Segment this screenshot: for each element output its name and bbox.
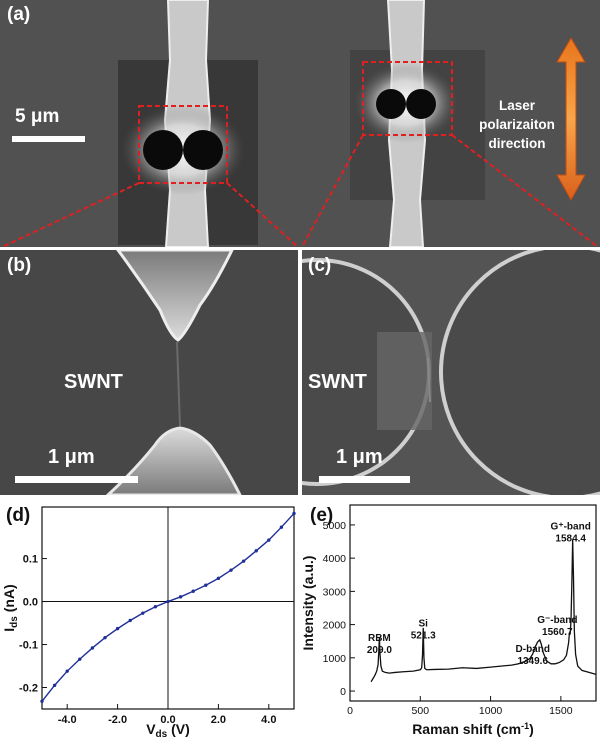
iv-data-point: [166, 599, 170, 604]
zoom-box-left: [138, 105, 228, 184]
scale-bar-c: [319, 476, 410, 483]
iv-data-point: [254, 549, 258, 553]
x-tick-label: 0.0: [160, 714, 175, 726]
y-tick-label: -0.1: [19, 640, 38, 652]
iv-data-point: [191, 589, 195, 593]
iv-data-point: [279, 525, 284, 529]
iv-data-point: [52, 683, 57, 688]
x-tick-label: 1500: [549, 705, 573, 717]
iv-data-point: [65, 669, 69, 673]
iv-data-point: [40, 699, 44, 703]
x-tick-label: -2.0: [108, 714, 127, 726]
sem-image-a: [0, 0, 600, 247]
peak-annotation: 1349.6: [517, 656, 548, 667]
sem-image-b: [0, 250, 298, 495]
panel-label-b: (b): [7, 255, 32, 276]
y-tick-label: 0: [340, 686, 346, 698]
iv-data-point: [115, 626, 120, 631]
peak-annotation: D-band: [516, 644, 550, 655]
scale-bar-b: [15, 476, 138, 483]
scale-bar-c-label: 1 μm: [336, 446, 383, 468]
panel-label-d: (d): [6, 505, 31, 526]
x-axis-label: Vds (V): [146, 721, 190, 740]
panel-label-a: (a): [7, 4, 31, 25]
swnt-label-c: SWNT: [308, 371, 367, 393]
iv-data-point: [178, 595, 183, 599]
y-tick-label: 2000: [323, 620, 347, 632]
iv-data-point: [78, 657, 82, 661]
iv-data-point: [90, 646, 95, 650]
y-tick-label: 3000: [323, 586, 347, 598]
x-tick-label: 1000: [479, 705, 503, 717]
x-axis-label: Raman shift (cm-1): [412, 721, 534, 737]
peak-annotation: 1560.7: [542, 627, 573, 638]
y-tick-label: 0.0: [23, 597, 38, 609]
panel-label-c: (c): [308, 255, 332, 276]
y-axis-label: Intensity (a.u.): [300, 556, 316, 651]
zoom-box-right: [362, 61, 453, 136]
hole: [406, 89, 436, 119]
scale-bar-a-label: 5 μm: [15, 106, 60, 127]
iv-data-point: [241, 559, 246, 563]
panel-b: (b) SWNT 1 μm: [0, 250, 298, 495]
hole: [143, 130, 183, 170]
peak-annotation: Si: [419, 618, 429, 629]
peak-annotation: 1584.4: [555, 533, 586, 544]
x-tick-label: 500: [412, 705, 430, 717]
double-arrow-icon: [556, 37, 586, 202]
peak-annotation: 209.0: [367, 645, 392, 656]
y-tick-label: 1000: [323, 653, 347, 665]
sem-image-c: [302, 250, 600, 495]
iv-data-point: [141, 611, 145, 615]
y-tick-label: -0.2: [19, 683, 38, 695]
y-tick-label: 5000: [323, 520, 347, 532]
peak-annotation: G⁺-band: [551, 521, 591, 532]
iv-data-point: [103, 635, 107, 640]
plot-frame: [349, 504, 597, 702]
laser-polarization-text: Laser polarizaiton direction: [479, 98, 555, 151]
hole: [376, 89, 406, 119]
panel-c: (c) SWNT 1 μm: [302, 250, 600, 495]
x-tick-label: 4.0: [261, 714, 276, 726]
y-tick-label: 4000: [323, 553, 347, 565]
scale-bar-a: [12, 136, 85, 142]
iv-data-point: [292, 511, 296, 516]
iv-data-point: [204, 583, 208, 587]
swnt-line: [176, 341, 181, 427]
iv-data-point: [216, 576, 221, 581]
x-tick-label: 0: [347, 705, 353, 717]
peak-annotation: 521.3: [411, 630, 436, 641]
x-tick-label: 2.0: [211, 714, 226, 726]
hole: [183, 130, 223, 170]
iv-data-point: [229, 568, 233, 572]
panel-label-e: (e): [310, 505, 334, 526]
iv-data-point: [128, 618, 132, 623]
x-tick-label: -4.0: [58, 714, 77, 726]
panel-a: (a) 5 μm Laser polarizaiton direction: [0, 0, 600, 247]
swnt-label-b: SWNT: [64, 371, 123, 393]
swnt-line: [427, 357, 431, 403]
iv-data-point: [267, 538, 271, 542]
iv-data-point: [153, 605, 158, 609]
y-axis-label: Ids (nA): [1, 584, 20, 631]
raman-chart: 0 500 1000 1500 0 1000 2000 3000 4000 5000RBM209.…: [300, 504, 597, 737]
scale-bar-b-label: 1 μm: [48, 446, 95, 468]
peak-annotation: RBM: [368, 633, 391, 644]
raman-spectrum-line: [370, 539, 597, 683]
peak-annotation: G⁻-band: [537, 615, 577, 626]
y-tick-label: 0.1: [23, 554, 38, 566]
